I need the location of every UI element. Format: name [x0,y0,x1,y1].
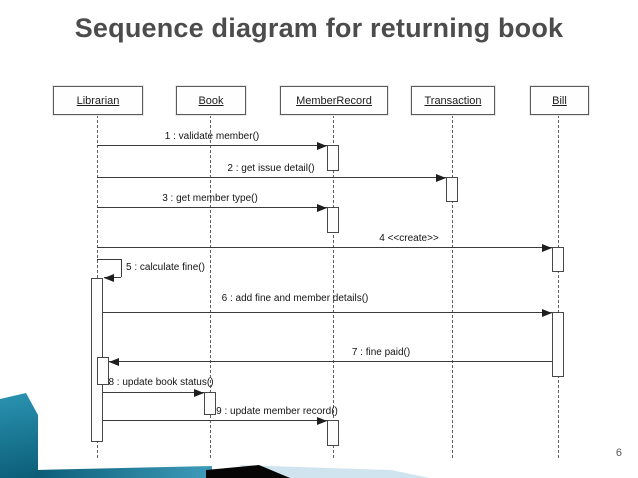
message-line-6 [103,312,552,313]
message-line-4 [97,247,552,248]
slide-title: Sequence diagram for returning book [74,13,564,43]
lifeline-label: MemberRecord [296,94,372,107]
decoration-teal-wedge [0,393,38,478]
activation-memberrecord [327,207,339,233]
lifeline-head-bill: Bill [530,86,589,115]
message-arrowhead-9 [317,417,327,425]
message-label-2: 2 : get issue detail() [227,163,315,174]
page-number: 6 [615,447,622,459]
message-arrowhead-6 [542,309,552,317]
message-label-1: 1 : validate member() [164,131,260,142]
message-line-1 [97,145,327,146]
activation-transaction [446,177,458,202]
activation-bill [552,312,564,377]
lifeline-head-transaction: Transaction [411,86,495,115]
lifeline-line-bill [558,115,559,458]
message-line-5-down [121,259,122,277]
message-label-7: 7 : fine paid() [351,347,411,358]
message-arrowhead-8 [194,389,204,397]
activation-bill [552,247,564,272]
message-line-3 [97,207,327,208]
lifeline-label: Bill [552,94,567,107]
activation-librarian [97,357,109,385]
message-line-5-out [97,259,121,260]
activation-memberrecord [327,145,339,171]
message-arrowhead-3 [317,204,327,212]
message-label-9: 9 : update member record() [216,406,338,417]
lifeline-head-librarian: Librarian [53,86,143,115]
message-line-7 [109,361,552,362]
message-arrowhead-1 [317,142,327,150]
message-line-2 [97,177,446,178]
lifeline-head-memberrecord: MemberRecord [280,86,388,115]
activation-memberrecord [327,420,339,446]
lifeline-line-memberrecord [333,115,334,458]
message-label-3: 3 : get member type() [162,193,258,204]
message-label-5: 5 : calculate fine() [126,262,205,273]
message-arrowhead-4 [542,244,552,252]
message-label-6: 6 : add fine and member details() [221,293,369,304]
message-arrowhead-5 [104,274,114,282]
decoration-teal-band [35,466,212,478]
lifeline-label: Librarian [76,94,120,107]
message-label-8: 8 : update book status() [108,377,214,388]
lifeline-label: Transaction [424,94,482,107]
lifeline-label: Book [198,94,224,107]
lifeline-line-book [210,115,211,458]
message-label-4: 4 <<create>> [379,233,439,244]
message-line-9 [103,420,327,421]
lifeline-head-book: Book [176,86,246,115]
message-arrowhead-7 [109,358,119,366]
lifeline-line-transaction [452,115,453,458]
message-line-8 [103,392,204,393]
activation-book [204,392,216,415]
message-arrowhead-2 [436,174,446,182]
